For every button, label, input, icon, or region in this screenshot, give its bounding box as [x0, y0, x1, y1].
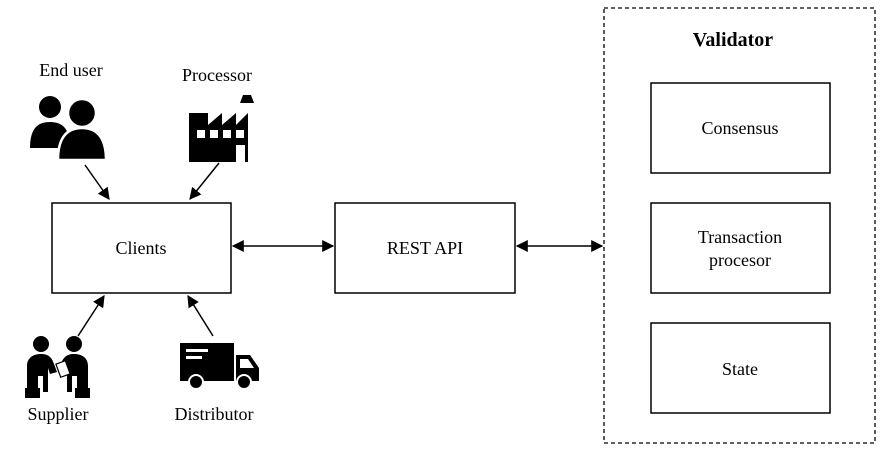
state-label: State [722, 359, 758, 379]
arrow-enduser-clients [84, 164, 110, 200]
clients-box [51, 202, 232, 294]
transaction-processor-box [650, 202, 831, 294]
handshake-icon [25, 336, 90, 398]
arrow-distributor-clients [187, 294, 214, 337]
distributor-label: Distributor [175, 404, 254, 424]
supplier-label: Supplier [28, 404, 89, 424]
consensus-label: Consensus [701, 118, 778, 138]
rest-api-box [334, 202, 516, 294]
transaction-processor-label-line2: procesor [709, 250, 771, 270]
processor-label: Processor [182, 65, 252, 85]
arrow-processor-clients [189, 162, 220, 200]
factory-icon [189, 95, 254, 162]
consensus-box [650, 82, 831, 174]
users-icon [30, 96, 108, 162]
rest-api-label: REST API [387, 238, 463, 258]
arrow-supplier-clients [77, 294, 105, 337]
validator-container [603, 7, 876, 444]
transaction-processor-label-line1: Transaction [698, 227, 782, 247]
end-user-label: End user [39, 60, 102, 80]
state-box [650, 322, 831, 414]
clients-label: Clients [115, 238, 166, 258]
truck-icon [180, 343, 259, 390]
validator-title: Validator [693, 29, 774, 51]
